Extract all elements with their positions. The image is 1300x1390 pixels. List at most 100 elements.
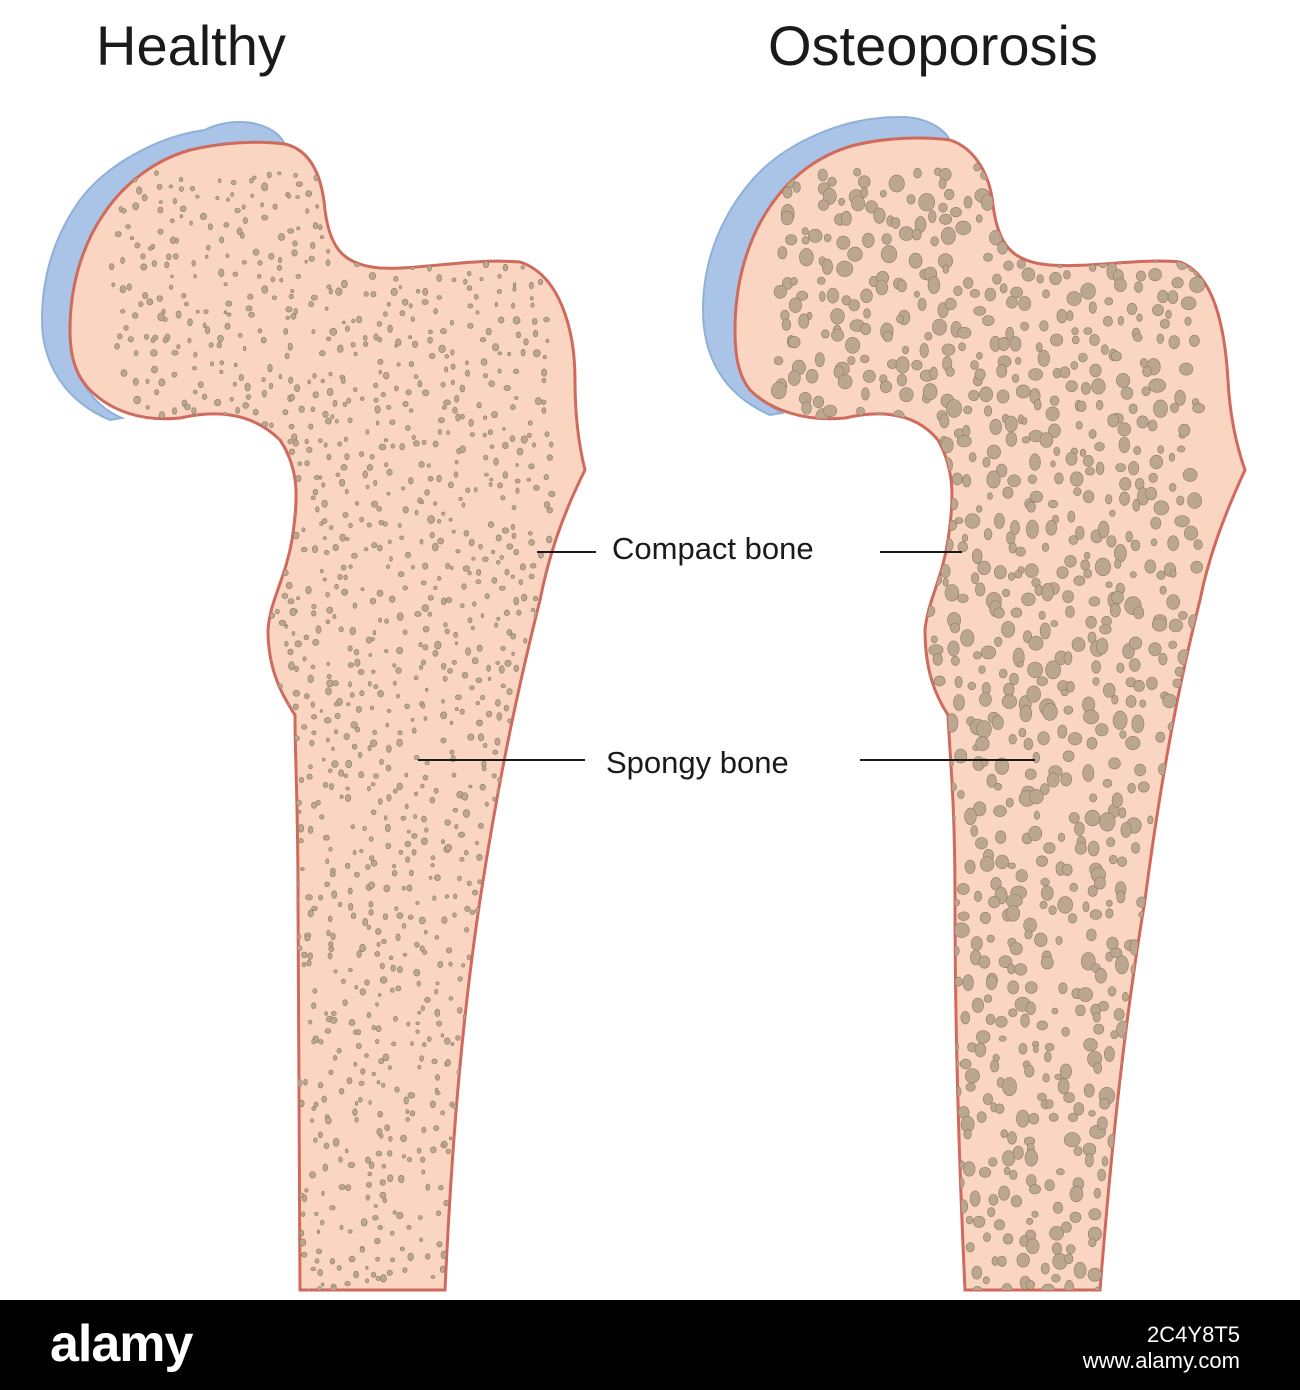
bone-pore	[227, 652, 233, 657]
bone-pore	[482, 432, 487, 438]
bone-pore	[798, 801, 809, 813]
bone-pore	[815, 1220, 831, 1235]
bone-pore	[1130, 1286, 1141, 1291]
bone-pore	[249, 1172, 256, 1179]
bone-pore	[1111, 792, 1123, 808]
bone-pore	[1026, 1217, 1034, 1225]
bone-pore	[891, 965, 907, 978]
bone-pore	[1167, 535, 1179, 552]
bone-pore	[171, 668, 175, 673]
bone-pore	[139, 866, 145, 870]
bone-pore	[380, 392, 386, 398]
bone-pore	[195, 814, 203, 821]
bone-pore	[386, 794, 392, 802]
bone-pore	[1138, 1018, 1148, 1028]
bone-pore	[1192, 786, 1200, 796]
bone-pore	[444, 171, 448, 177]
bone-pore	[889, 1143, 898, 1154]
bone-pore	[894, 479, 903, 491]
bone-pore	[219, 1263, 224, 1269]
bone-pore	[411, 833, 418, 839]
bone-pore	[292, 439, 299, 447]
bone-pore	[120, 369, 128, 377]
bone-pore	[1005, 894, 1023, 908]
bone-pore	[480, 358, 488, 366]
bone-pore	[939, 213, 953, 225]
bone-pore	[1110, 947, 1123, 959]
bone-pore	[871, 855, 879, 866]
bone-pore	[847, 246, 863, 262]
bone-pore	[1127, 782, 1136, 794]
bone-pore	[126, 283, 132, 291]
bone-pore	[491, 549, 496, 555]
bone-pore	[150, 349, 158, 357]
bone-pore	[337, 573, 343, 580]
bone-pore	[270, 835, 276, 841]
bone-pore	[444, 366, 449, 373]
bone-pore	[836, 941, 846, 957]
bone-pore	[1083, 455, 1094, 467]
bone-pore	[370, 782, 376, 787]
bone-pore	[1131, 214, 1141, 228]
bone-pore	[1014, 963, 1028, 976]
bone-pore	[522, 841, 527, 848]
bone-pore	[193, 1009, 200, 1015]
bone-pore	[165, 1147, 172, 1155]
bone-pore	[521, 1022, 529, 1030]
bone-pore	[510, 742, 515, 747]
bone-pore	[1013, 225, 1022, 235]
bone-pore	[1190, 930, 1200, 941]
bone-pore	[242, 217, 248, 225]
bone-pore	[1168, 1147, 1184, 1164]
bone-pore	[844, 1073, 852, 1085]
bone-pore	[1166, 594, 1180, 610]
bone-pore	[325, 858, 330, 865]
bone-pore	[877, 797, 889, 811]
bone-pore	[1178, 1214, 1187, 1226]
bone-pore	[778, 795, 786, 806]
bone-pore	[1054, 472, 1064, 485]
bone-pore	[787, 731, 798, 744]
bone-pore	[547, 584, 552, 590]
bone-pore	[376, 941, 381, 947]
bone-pore	[120, 540, 127, 547]
bone-pore	[147, 924, 154, 931]
bone-pore	[166, 660, 171, 665]
bone-pore	[968, 390, 980, 401]
bone-pore	[1005, 431, 1018, 447]
bone-pore	[257, 274, 262, 279]
bone-pore	[313, 174, 319, 182]
bone-pore	[295, 181, 303, 187]
bone-pore	[374, 405, 381, 414]
bone-pore	[455, 1035, 461, 1041]
bone-pore	[191, 260, 196, 267]
bone-pore	[404, 840, 411, 848]
bone-pore	[497, 368, 502, 374]
bone-pore	[867, 1080, 879, 1091]
bone-pore	[496, 1084, 502, 1091]
bone-pore	[142, 1160, 150, 1168]
bone-pore	[453, 631, 459, 638]
bone-pore	[847, 356, 856, 366]
bone-pore	[505, 762, 510, 768]
bone-pore	[1016, 1109, 1030, 1128]
bone-pore	[494, 622, 499, 628]
bone-pore	[366, 1012, 372, 1019]
bone-pore	[383, 815, 388, 821]
bone-pore	[1007, 572, 1016, 581]
bone-pore	[319, 568, 324, 574]
bone-pore	[810, 974, 824, 987]
bone-pore	[371, 669, 376, 674]
bone-pore	[413, 754, 420, 761]
bone-pore	[355, 1029, 361, 1036]
bone-pore	[430, 863, 435, 868]
bone-pore	[1150, 1046, 1158, 1056]
bone-pore	[1113, 1008, 1125, 1021]
bone-pore	[1148, 268, 1162, 282]
bone-pore	[1094, 876, 1106, 890]
bone-pore	[1075, 1004, 1086, 1017]
bone-pore	[984, 287, 996, 302]
bone-pore	[1007, 1131, 1017, 1145]
bone-pore	[939, 1065, 957, 1081]
bone-pore	[364, 1053, 369, 1058]
